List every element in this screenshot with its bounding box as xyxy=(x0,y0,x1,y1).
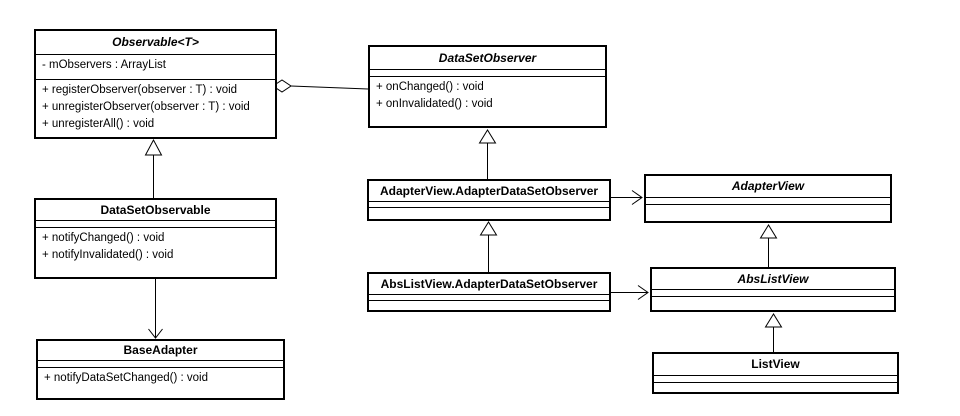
empty-methods-section xyxy=(646,205,890,221)
method-unregisterobserver: + unregisterObserver(observer : T) : voi… xyxy=(42,101,250,113)
class-title-listview: ListView xyxy=(654,354,897,376)
empty-attributes-section xyxy=(38,361,283,368)
class-box-datasetobservable: DataSetObservable + notifyChanged() : vo… xyxy=(34,198,277,279)
method-notifydatasetchanged: + notifyDataSetChanged() : void xyxy=(44,372,208,384)
class-title-adapterview: AdapterView xyxy=(646,176,890,198)
method-notifyinvalidated: + notifyInvalidated() : void xyxy=(42,249,174,261)
class-title-abslistview-adapterdatasetobserver: AbsListView.AdapterDataSetObserver xyxy=(369,274,609,295)
empty-methods-section xyxy=(369,208,609,219)
class-title-baseadapter: BaseAdapter xyxy=(38,341,283,361)
generalization-adapterview-adso-to-datasetobserver xyxy=(478,129,497,179)
empty-methods-section xyxy=(654,383,897,392)
method-onchanged: + onChanged() : void xyxy=(376,81,484,93)
empty-methods-section xyxy=(369,301,609,310)
association-abslistview-adso-to-abslistview xyxy=(607,285,649,300)
empty-attributes-section xyxy=(652,290,894,297)
empty-attributes-section xyxy=(646,198,890,205)
empty-attributes-section xyxy=(369,202,609,208)
empty-attributes-section xyxy=(370,70,605,77)
association-datasetobservable-to-baseadapter xyxy=(148,279,163,339)
class-title-observable: Observable<T> xyxy=(36,31,275,55)
generalization-abslistview-adso-to-adapterview-adso xyxy=(479,221,498,272)
generalization-abslistview-to-adapterview xyxy=(759,224,778,267)
class-box-baseadapter: BaseAdapter + notifyDataSetChanged() : v… xyxy=(36,339,285,400)
class-title-adapterview-adapterdatasetobserver: AdapterView.AdapterDataSetObserver xyxy=(369,181,609,202)
empty-attributes-section xyxy=(654,376,897,383)
class-box-adapterview-adapterdatasetobserver: AdapterView.AdapterDataSetObserver xyxy=(367,179,611,221)
class-title-datasetobservable: DataSetObservable xyxy=(36,200,275,221)
method-registerobserver: + registerObserver(observer : T) : void xyxy=(42,84,238,96)
empty-attributes-section xyxy=(369,295,609,301)
method-unregisterall: + unregisterAll() : void xyxy=(42,118,155,130)
class-box-datasetobserver: DataSetObserver + onChanged() : void + o… xyxy=(368,45,607,128)
class-box-abslistview-adapterdatasetobserver: AbsListView.AdapterDataSetObserver xyxy=(367,272,611,312)
generalization-listview-to-abslistview xyxy=(764,313,783,352)
class-box-adapterview: AdapterView xyxy=(644,174,892,223)
class-box-listview: ListView xyxy=(652,352,899,394)
class-box-abslistview: AbsListView xyxy=(650,267,896,312)
class-box-observable: Observable<T> - mObservers : ArrayList +… xyxy=(34,29,277,139)
aggregation-observable-datasetobserver xyxy=(272,79,369,93)
class-title-datasetobserver: DataSetObserver xyxy=(370,47,605,70)
empty-attributes-section xyxy=(36,221,275,228)
attribute-mobservers: - mObservers : ArrayList xyxy=(42,59,166,71)
class-title-abslistview: AbsListView xyxy=(652,269,894,290)
association-adapterview-adso-to-adapterview xyxy=(607,190,643,205)
method-oninvalidated: + onInvalidated() : void xyxy=(376,98,493,110)
empty-methods-section xyxy=(652,297,894,310)
generalization-datasetobservable-to-observable xyxy=(144,138,163,198)
method-notifychanged: + notifyChanged() : void xyxy=(42,232,165,244)
